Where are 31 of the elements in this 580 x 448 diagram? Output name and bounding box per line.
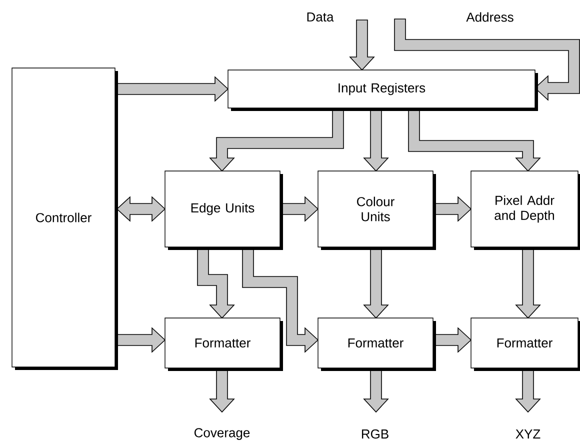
arrow — [434, 196, 472, 222]
arrow — [363, 248, 389, 319]
arrow — [116, 327, 166, 353]
arrow — [515, 368, 541, 413]
arrow — [363, 108, 389, 172]
block-box: Input Registers — [228, 70, 538, 111]
signal-label: Coverage — [194, 428, 250, 440]
arrow — [349, 20, 375, 71]
arrow — [434, 327, 472, 353]
signal-label: Data — [307, 12, 334, 22]
block-box: Formatter — [164, 318, 283, 371]
arrow — [394, 18, 580, 101]
block-box: Pixel Addr and Depth — [470, 170, 580, 250]
signal-label: RGB — [362, 429, 388, 439]
arrow — [363, 368, 389, 413]
arrow — [242, 248, 319, 353]
arrow — [209, 108, 344, 172]
block-box: Edge Units — [164, 170, 283, 250]
arrow — [116, 76, 229, 102]
arrow — [515, 248, 541, 319]
arrow — [282, 196, 319, 222]
arrow — [197, 248, 235, 319]
signal-label: Address — [466, 12, 514, 22]
block-box: Controller — [12, 68, 118, 370]
arrow — [116, 196, 166, 222]
arrow — [408, 108, 541, 172]
signal-label: XYZ — [516, 430, 540, 438]
block-box: Formatter — [470, 318, 580, 371]
block-box: Formatter — [318, 318, 436, 371]
arrow — [209, 368, 235, 413]
block-box: Colour Units — [318, 170, 436, 250]
